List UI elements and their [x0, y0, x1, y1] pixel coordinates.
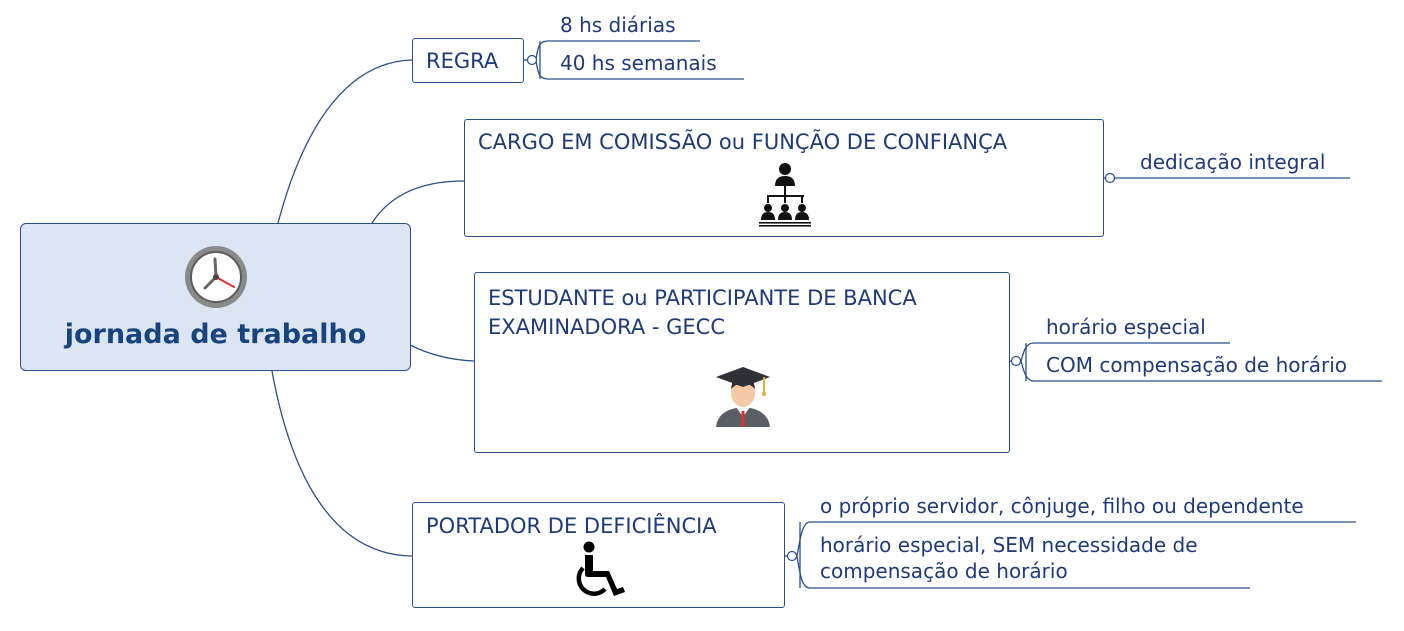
subtopic-com-compensacao[interactable]: COM compensação de horário — [1046, 353, 1347, 377]
subtopic-sem-compensacao-line2[interactable]: compensação de horário — [820, 559, 1068, 583]
collapse-toggle-cargo — [1104, 172, 1116, 184]
subtopic-8hs[interactable]: 8 hs diárias — [560, 13, 676, 37]
root-title: jornada de trabalho — [64, 319, 367, 350]
subtopic-40hs[interactable]: 40 hs semanais — [560, 51, 717, 75]
clock-icon — [185, 246, 247, 308]
root-topic[interactable]: jornada de trabalho — [20, 223, 411, 371]
topic-portador-label: PORTADOR DE DEFICIÊNCIA — [426, 514, 717, 538]
org-chart-icon — [759, 163, 811, 227]
collapse-toggle-estudante — [1010, 355, 1022, 367]
subtopic-sem-compensacao-line1[interactable]: horário especial, SEM necessidade de — [820, 533, 1198, 557]
topic-cargo-label: CARGO EM COMISSÃO ou FUNÇÃO DE CONFIANÇA — [478, 130, 1008, 154]
graduate-icon — [716, 367, 770, 427]
topic-cargo[interactable]: CARGO EM COMISSÃO ou FUNÇÃO DE CONFIANÇA — [464, 119, 1104, 237]
topic-estudante-label-line1: ESTUDANTE ou PARTICIPANTE DE BANCA — [488, 286, 917, 310]
subtopic-proprio-servidor[interactable]: o próprio servidor, cônjuge, filho ou de… — [820, 494, 1304, 518]
subtopic-dedicacao[interactable]: dedicação integral — [1140, 150, 1326, 174]
topic-estudante-label-line2: EXAMINADORA - GECC — [488, 315, 726, 339]
collapse-toggle-regra — [526, 54, 538, 66]
subtopic-horario-especial[interactable]: horário especial — [1046, 315, 1206, 339]
collapse-toggle-portador — [786, 550, 798, 562]
topic-portador[interactable]: PORTADOR DE DEFICIÊNCIA — [412, 502, 785, 608]
wheelchair-icon — [576, 541, 625, 596]
topic-regra-label: REGRA — [426, 49, 499, 73]
topic-estudante[interactable]: ESTUDANTE ou PARTICIPANTE DE BANCA EXAMI… — [474, 272, 1010, 453]
topic-regra[interactable]: REGRA — [412, 38, 524, 83]
